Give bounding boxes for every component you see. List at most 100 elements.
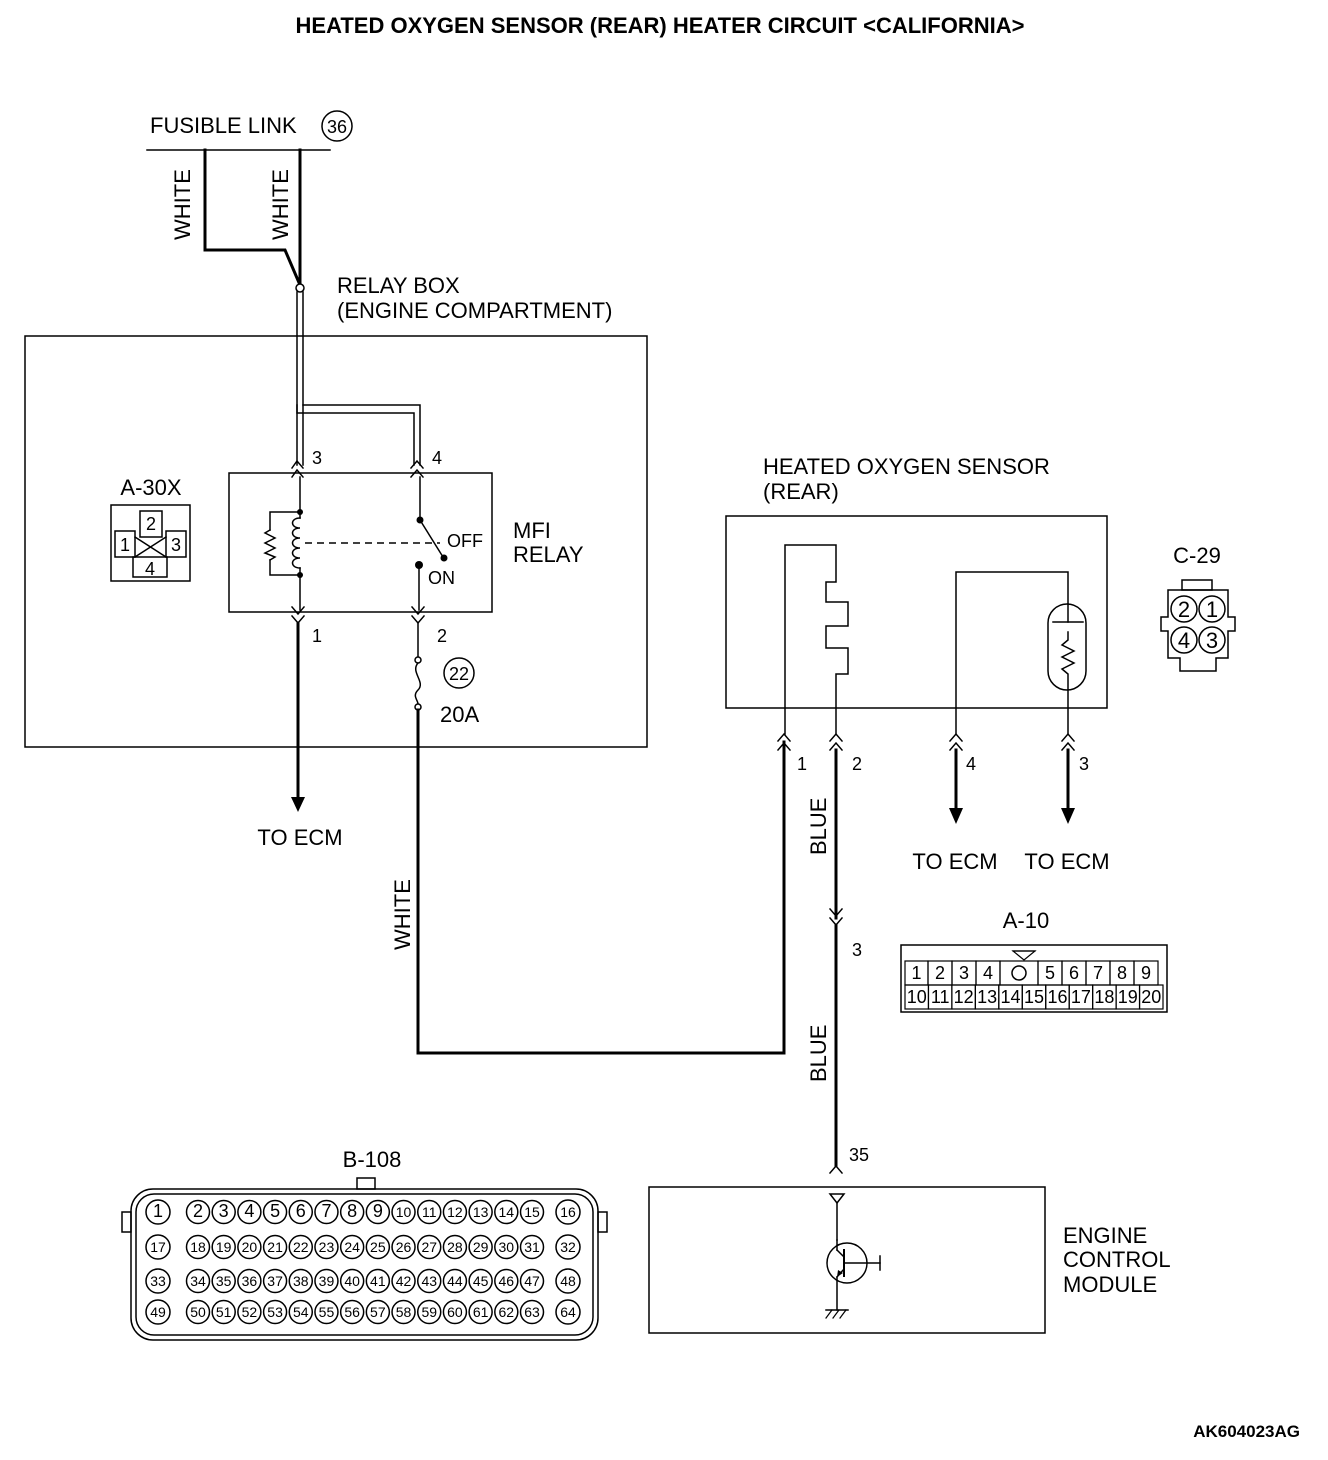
a10-pin-label: 4 — [983, 963, 993, 983]
wire-white-fuse: WHITE — [390, 879, 415, 950]
fuse-22: 22 20A — [414, 622, 479, 727]
a10-pin-label: 11 — [931, 987, 950, 1007]
c29-label: C-29 — [1173, 543, 1221, 568]
a10-pin-label: 9 — [1141, 963, 1151, 983]
b108-pin-label: 39 — [319, 1273, 335, 1289]
a30x-pin-3: 3 — [171, 535, 181, 555]
a10-pin-label: 12 — [954, 987, 974, 1007]
b108-pin-label: 3 — [219, 1201, 229, 1221]
b108-pin-label: 21 — [267, 1239, 283, 1255]
b108-pin-label: 47 — [524, 1273, 540, 1289]
b108-pin-label: 48 — [560, 1273, 576, 1289]
b108-pin-label: 14 — [499, 1204, 515, 1220]
b108-pin-label: 10 — [396, 1204, 412, 1220]
a10-pin-label: 20 — [1141, 987, 1161, 1007]
c29-pin-3: 3 — [1206, 628, 1218, 653]
b108-pin-label: 35 — [216, 1273, 232, 1289]
b108-pin-label: 4 — [244, 1201, 254, 1221]
b108-pin-label: 30 — [499, 1239, 515, 1255]
relay-box-label-2: (ENGINE COMPARTMENT) — [337, 298, 612, 323]
fuse-rating: 20A — [440, 702, 479, 727]
to-ecm-label-relay: TO ECM — [257, 825, 342, 850]
relay-feed-wire — [296, 291, 421, 466]
a10-pin-label: O — [1012, 963, 1026, 983]
b108-pin-label: 6 — [296, 1201, 306, 1221]
b108-pin-label: 63 — [524, 1304, 540, 1320]
sensor-label-2: (REAR) — [763, 479, 839, 504]
b108-pin-label: 7 — [321, 1201, 331, 1221]
b108-pin-label: 9 — [373, 1201, 383, 1221]
b108-label: B-108 — [343, 1147, 402, 1172]
a10-pin-label: 5 — [1045, 963, 1055, 983]
b108-pin-label: 59 — [421, 1304, 437, 1320]
b108-pin-label: 34 — [190, 1273, 206, 1289]
sensor-pin-3: 3 — [1079, 754, 1089, 774]
mfi-off-label: OFF — [447, 531, 483, 551]
b108-pin-label: 57 — [370, 1304, 386, 1320]
b108-pin-label: 26 — [396, 1239, 412, 1255]
relay-box-label-1: RELAY BOX — [337, 273, 460, 298]
fuse-to-sensor-wire: WHITE — [390, 708, 786, 1055]
a30x-connector: A-30X 1 2 3 4 — [110, 475, 191, 582]
engine-control-module: ENGINE CONTROL MODULE — [648, 1186, 1171, 1334]
sensor-label-1: HEATED OXYGEN SENSOR — [763, 454, 1050, 479]
sensor-pin-4: 4 — [966, 754, 976, 774]
b108-pin-label: 53 — [267, 1304, 283, 1320]
b108-pin-label: 8 — [347, 1201, 357, 1221]
a10-label: A-10 — [1003, 908, 1049, 933]
ecm-label-1: ENGINE — [1063, 1223, 1147, 1248]
b108-pin-label: 52 — [242, 1304, 258, 1320]
fusible-link-wires: WHITE WHITE — [170, 148, 305, 293]
mfi-relay: 3 4 OFF ON MFI RELAY 1 2 — [228, 448, 584, 646]
a10-pin-label: 16 — [1047, 987, 1067, 1007]
heated-oxygen-sensor: HEATED OXYGEN SENSOR (REAR) 1 2 4 3 — [725, 454, 1108, 774]
b108-pin-label: 61 — [473, 1304, 489, 1320]
b108-pin-label: 49 — [150, 1304, 166, 1320]
b108-pin-label: 44 — [447, 1273, 463, 1289]
a10-pin-label: 17 — [1071, 987, 1091, 1007]
c29-pin-2: 2 — [1178, 597, 1190, 622]
b108-pin-label: 19 — [216, 1239, 232, 1255]
a10-junction-pin: 3 — [852, 940, 862, 960]
b108-pin-label: 17 — [150, 1239, 166, 1255]
a10-pin-label: 14 — [1001, 987, 1021, 1007]
fusible-link-number: 36 — [327, 117, 347, 137]
fusible-link: FUSIBLE LINK 36 — [146, 110, 353, 151]
b108-pin-label: 42 — [396, 1273, 412, 1289]
mfi-relay-label-1: MFI — [513, 518, 551, 543]
mfi-pin-4: 4 — [432, 448, 442, 468]
sensor-pin-1: 1 — [797, 754, 807, 774]
a10-pin-label: 10 — [907, 987, 927, 1007]
b108-pin-label: 51 — [216, 1304, 232, 1320]
b108-pin-label: 1 — [153, 1201, 163, 1221]
a30x-pin-4: 4 — [145, 559, 155, 579]
to-ecm-label-pin3: TO ECM — [1024, 849, 1109, 874]
mfi-pin-2: 2 — [437, 626, 447, 646]
b108-pin-label: 28 — [447, 1239, 463, 1255]
sensor-to-ecm-wires: TO ECM TO ECM — [912, 748, 1110, 874]
b108-pin-label: 23 — [319, 1239, 335, 1255]
a10-pin-label: 1 — [911, 963, 921, 983]
mfi-pin-3: 3 — [312, 448, 322, 468]
b108-pin-label: 29 — [473, 1239, 489, 1255]
b108-pin-label: 41 — [370, 1273, 386, 1289]
b108-pin-label: 15 — [524, 1204, 540, 1220]
a30x-pin-2: 2 — [146, 514, 156, 534]
c29-connector: C-29 2 1 4 3 — [1160, 543, 1236, 672]
b108-pin-label: 60 — [447, 1304, 463, 1320]
a10-pin-label: 8 — [1117, 963, 1127, 983]
b108-pin-label: 27 — [421, 1239, 437, 1255]
relay-to-ecm-wire: TO ECM — [257, 621, 343, 850]
mfi-relay-label-2: RELAY — [513, 542, 584, 567]
relay-box — [24, 335, 648, 748]
a10-pin-label: 19 — [1118, 987, 1138, 1007]
b108-pin-label: 64 — [560, 1304, 576, 1320]
b108-pin-label: 38 — [293, 1273, 309, 1289]
b108-pin-label: 31 — [524, 1239, 540, 1255]
a10-pin-label: 7 — [1093, 963, 1103, 983]
to-ecm-label-pin4: TO ECM — [912, 849, 997, 874]
b108-pin-label: 33 — [150, 1273, 166, 1289]
c29-pin-4: 4 — [1178, 628, 1190, 653]
ecm-label-2: CONTROL — [1063, 1247, 1171, 1272]
